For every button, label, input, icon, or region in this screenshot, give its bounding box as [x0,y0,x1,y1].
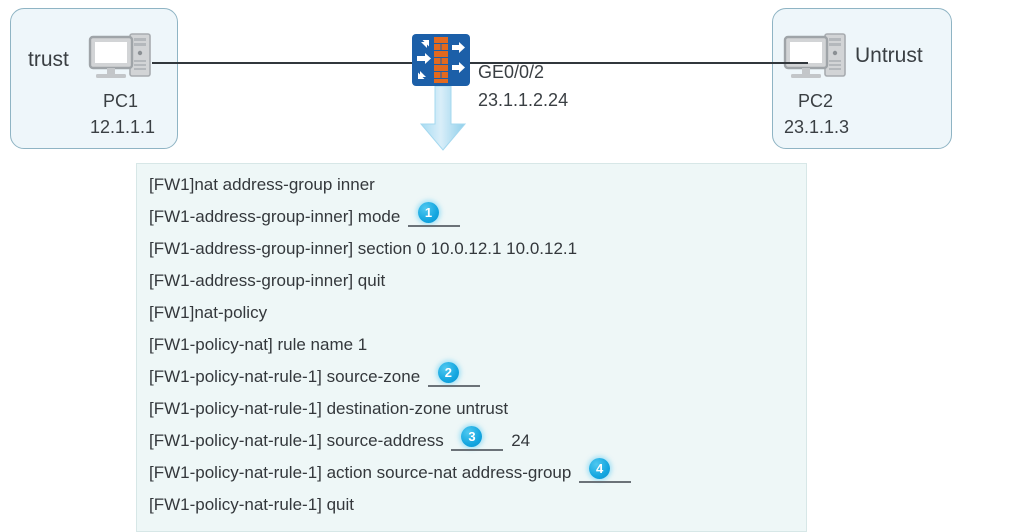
link-firewall-to-untrust [468,62,808,64]
pc-icon [783,32,847,89]
host-ip-pc2: 23.1.1.3 [784,117,850,137]
config-line: [FW1]nat address-group inner [149,175,375,195]
zone-label-trust: trust [28,48,69,71]
answer-blank[interactable]: 4 [579,457,632,483]
config-line-text: [FW1-address-group-inner] section 0 10.0… [149,239,578,258]
config-line-text: [FW1-address-group-inner] quit [149,271,386,290]
blank-number-badge: 3 [461,425,483,447]
link-trust-to-firewall [152,62,416,64]
answer-blank[interactable]: 1 [408,201,461,227]
blank-number-badge: 1 [418,201,440,223]
config-line-text: [FW1-policy-nat-rule-1] source-address [149,431,449,450]
config-line: [FW1-policy-nat] rule name 1 [149,335,367,355]
config-line-suffix: 24 [506,431,531,450]
zone-box-trust [10,8,178,149]
config-line-text: [FW1-policy-nat-rule-1] destination-zone… [149,399,509,418]
config-line-text: [FW1-policy-nat-rule-1] source-zone [149,367,425,386]
host-name-pc2: PC2 [798,91,834,111]
interface-ip-label: 23.1.1.2.24 [478,90,569,110]
interface-name-label: GE0/0/2 [478,62,545,82]
config-line: [FW1-policy-nat-rule-1] destination-zone… [149,399,508,419]
config-line: [FW1-policy-nat-rule-1] quit [149,495,354,515]
config-line-text: [FW1-policy-nat-rule-1] action source-na… [149,463,577,482]
config-line-text: [FW1-address-group-inner] mode [149,207,406,226]
host-ip-pc1: 12.1.1.1 [90,117,156,137]
config-line: [FW1-policy-nat-rule-1] action source-na… [149,457,634,483]
blank-number-badge: 2 [437,361,459,383]
config-line: [FW1-address-group-inner] quit [149,271,385,291]
config-line-text: [FW1-policy-nat-rule-1] quit [149,495,355,514]
config-line: [FW1-policy-nat-rule-1] source-address 3… [149,425,531,451]
config-line-text: [FW1]nat address-group inner [149,175,375,194]
answer-blank[interactable]: 3 [451,425,504,451]
host-name-pc1: PC1 [103,91,139,111]
config-panel: [FW1]nat address-group inner [FW1-address… [136,163,807,532]
config-line-text: [FW1]nat-policy [149,303,268,322]
config-line: [FW1-address-group-inner] section 0 10.0… [149,239,577,259]
config-line: [FW1]nat-policy [149,303,267,323]
zone-box-untrust [772,8,952,149]
config-line: [FW1-policy-nat-rule-1] source-zone 2 [149,361,483,387]
config-line-text: [FW1-policy-nat] rule name 1 [149,335,368,354]
config-line: [FW1-address-group-inner] mode 1 [149,201,463,227]
down-arrow-icon [414,85,472,157]
answer-blank[interactable]: 2 [427,361,480,387]
firewall-icon [412,34,470,91]
zone-label-untrust: Untrust [855,44,923,67]
blank-number-badge: 4 [589,457,611,479]
pc-icon [88,32,152,89]
